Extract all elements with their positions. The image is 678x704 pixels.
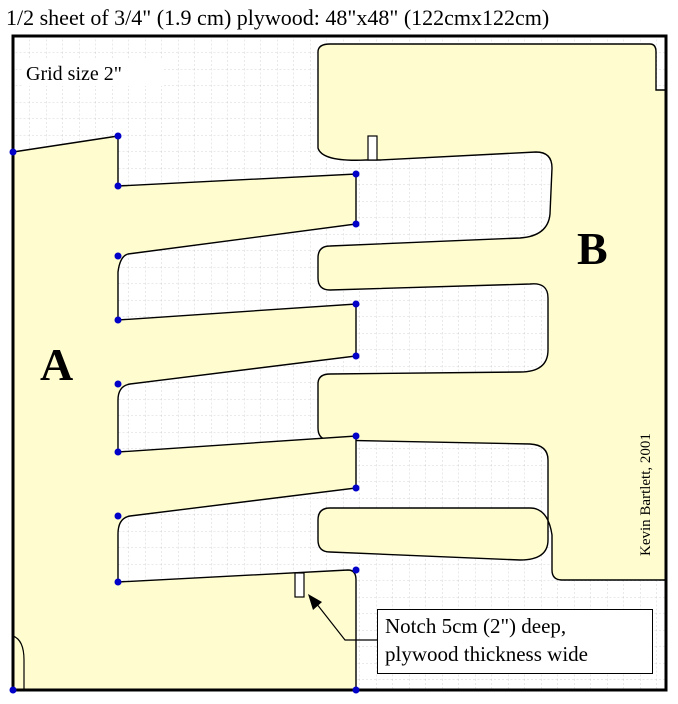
piece-a	[12, 135, 357, 691]
notch-b	[367, 135, 378, 161]
sheet-outline	[11, 34, 668, 692]
grid-label-bg	[22, 60, 162, 86]
arrow-icon	[308, 594, 322, 610]
grid-size-label: Grid size 2"	[26, 63, 122, 85]
callout-line-2: plywood thickness wide	[385, 642, 588, 666]
credit-text: Kevin Bartlett, 2001	[638, 433, 654, 556]
notch-a	[294, 572, 305, 598]
piece-b-label: B	[577, 223, 608, 274]
page-title: 1/2 sheet of 3/4" (1.9 cm) plywood: 48"x…	[6, 5, 550, 30]
piece-b	[317, 43, 667, 581]
piece-a-label: A	[40, 339, 73, 390]
corner-cut	[12, 635, 25, 690]
callout-leader	[315, 602, 377, 641]
notch-callout: Notch 5cm (2") deep, plywood thickness w…	[377, 609, 653, 674]
callout-line-1: Notch 5cm (2") deep,	[385, 614, 567, 638]
vertex-dots	[9, 132, 360, 694]
